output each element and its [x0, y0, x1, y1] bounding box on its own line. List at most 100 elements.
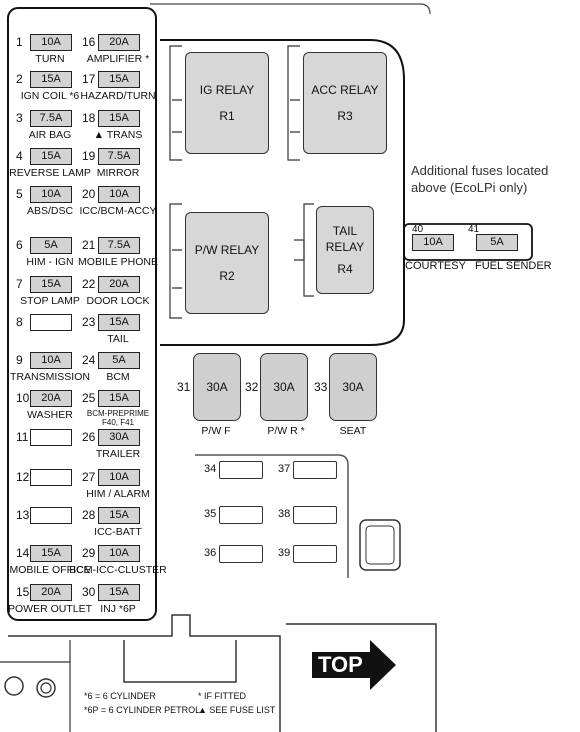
- fuse-amp: 10A: [41, 188, 61, 200]
- relay-name: IG RELAY: [199, 83, 255, 97]
- relay-r4: TAIL RELAY R4: [316, 206, 374, 294]
- fuse-1: 10A: [30, 34, 72, 51]
- fuse-10: 20A: [30, 390, 72, 407]
- fuse-label: HIM / ALARM: [86, 488, 150, 500]
- fuse-amp: 10A: [41, 354, 61, 366]
- relay-id: R3: [337, 109, 353, 123]
- fuse-amp: 5A: [112, 354, 126, 366]
- relay-r1: IG RELAY R1: [185, 52, 269, 154]
- fuse-number: 11: [16, 430, 29, 444]
- fuse-label: DOOR LOCK: [86, 295, 150, 307]
- fuse-label: HIM - IGN: [26, 256, 74, 268]
- fuse-2: 15A: [30, 71, 72, 88]
- spare-slot-35: [219, 506, 263, 524]
- fuse-number: 24: [82, 353, 96, 367]
- fuse-label: ICC/BCM-ACCY: [79, 205, 157, 217]
- fuse-number: 30: [82, 585, 96, 599]
- fuse-label: WASHER: [27, 409, 73, 421]
- fuse-9: 10A: [30, 352, 72, 369]
- fuse-14: 15A: [30, 545, 72, 562]
- relay-r3: ACC RELAY R3: [303, 52, 387, 154]
- fuse-number: 13: [16, 508, 30, 522]
- fuse-30: 15A: [98, 584, 140, 601]
- spare-slot-number: 38: [278, 508, 291, 520]
- fuse-number: 4: [16, 149, 23, 163]
- fuse-number: 19: [82, 149, 96, 163]
- extra-fuse-41: 5A: [476, 234, 518, 251]
- relay-id: R4: [337, 262, 353, 276]
- fuse-number: 23: [82, 315, 96, 329]
- fuse-number: 9: [16, 353, 23, 367]
- extra-fuse-number: 41: [468, 224, 480, 235]
- fuse-number: 14: [16, 546, 30, 560]
- fuse-label: ICC-BATT: [94, 526, 142, 538]
- fuse-label: STOP LAMP: [20, 295, 80, 307]
- extra-fuse-label: FUEL SENDER: [475, 260, 552, 272]
- big-fuse-amp: 30A: [273, 380, 295, 394]
- big-fuse-33: 30A: [329, 353, 377, 421]
- big-fuse-label: SEAT: [339, 425, 367, 437]
- fuse-amp: 15A: [109, 112, 129, 124]
- fuse-label: MOBILE OFFICE: [9, 564, 91, 576]
- fuse-27: 10A: [98, 469, 140, 486]
- spare-slot-number: 39: [278, 547, 291, 559]
- big-fuse-label: P/W R *: [267, 425, 305, 437]
- note-line: above (EcoLPi only): [411, 180, 528, 195]
- relay-name-line1: TAIL: [332, 224, 358, 238]
- fuse-amp: 15A: [109, 509, 129, 521]
- extra-fuse-number: 40: [412, 224, 424, 235]
- fuse-number: 5: [16, 187, 23, 201]
- fuse-label: TRANSMISSION: [10, 371, 90, 383]
- fuse-label: POWER OUTLET: [7, 603, 92, 615]
- fuse-label: AIR BAG: [28, 129, 72, 141]
- spare-slot-36: [219, 545, 263, 563]
- relay-name: ACC RELAY: [311, 83, 379, 97]
- fuse-24: 5A: [98, 352, 140, 369]
- fuse-number: 3: [16, 111, 23, 125]
- fuse-amp: 20A: [41, 392, 61, 404]
- fuse-amp: 30A: [109, 431, 129, 443]
- fuse-15: 20A: [30, 584, 72, 601]
- fuse-8: [30, 314, 72, 331]
- fuse-number: 15: [16, 585, 30, 599]
- fuse-4: 15A: [30, 148, 72, 165]
- fuse-19: 7.5A: [98, 148, 140, 165]
- fuse-number: 7: [16, 277, 23, 291]
- spare-slot-number: 36: [204, 547, 217, 559]
- fuse-amp: 20A: [41, 586, 61, 598]
- relay-r2: P/W RELAY R2: [185, 212, 269, 314]
- fuse-amp: 15A: [109, 586, 129, 598]
- legend-six-cyl: *6 = 6 CYLINDER: [84, 691, 156, 701]
- fuse-number: 27: [82, 470, 96, 484]
- fuse-26: 30A: [98, 429, 140, 446]
- spare-slot-number: 37: [278, 463, 291, 475]
- fuse-label: INJ *6P: [100, 603, 136, 615]
- fuse-amp: 7.5A: [107, 239, 131, 251]
- fuse-amp: 15A: [41, 278, 61, 290]
- legend-see-list: ▲ SEE FUSE LIST: [198, 705, 276, 715]
- legend-six-petrol: *6P = 6 CYLINDER PETROL: [84, 705, 201, 715]
- fuse-label: ▲ TRANS: [93, 129, 143, 141]
- fuse-17: 15A: [98, 71, 140, 88]
- fuse-label: AMPLIFIER *: [86, 53, 150, 65]
- big-fuse-amp: 30A: [206, 380, 228, 394]
- fuse-sublabel: F40, F41: [101, 418, 134, 427]
- fuse-amp: 7.5A: [107, 150, 131, 162]
- fuse-amp: 10A: [109, 471, 129, 483]
- fuse-label: TRAILER: [95, 448, 141, 460]
- fuse-amp: 15A: [41, 547, 61, 559]
- fuse-label: MOBILE PHONE: [78, 256, 158, 268]
- extra-fuse-amp: 10A: [423, 236, 443, 248]
- relay-id: R2: [219, 269, 235, 283]
- big-fuse-number: 33: [314, 380, 328, 394]
- big-fuse-number: 32: [245, 380, 259, 394]
- fuse-label: BCM: [106, 371, 130, 383]
- spare-slot-38: [293, 506, 337, 524]
- fuse-number: 18: [82, 111, 96, 125]
- fuse-28: 15A: [98, 507, 140, 524]
- fuse-29: 10A: [98, 545, 140, 562]
- fuse-amp: 15A: [41, 73, 61, 85]
- fuse-20: 10A: [98, 186, 140, 203]
- spare-slot-37: [293, 461, 337, 479]
